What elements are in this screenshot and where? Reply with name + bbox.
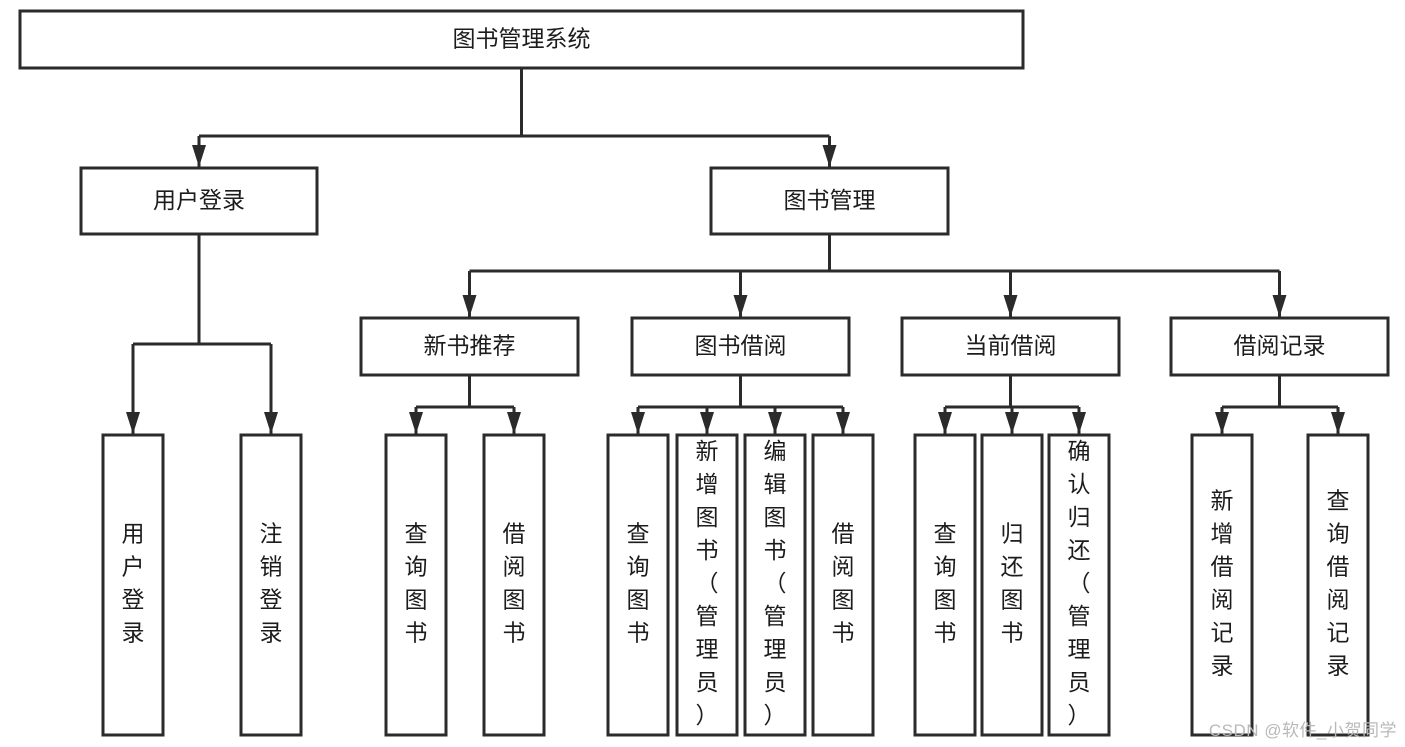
node-leaf-add-book-label: 新增图书（管理员） xyxy=(696,438,719,728)
node-new-book-recommend-label: 新书推荐 xyxy=(424,333,516,359)
node-leaf-borrow-book-box[interactable] xyxy=(811,433,875,737)
node-current-borrow[interactable]: 当前借阅 xyxy=(900,316,1121,377)
node-leaf-edit-book-box[interactable] xyxy=(743,433,807,737)
arrow-head-icon xyxy=(126,412,140,434)
connector-layer xyxy=(126,68,1345,434)
arrow-head-icon xyxy=(1072,412,1086,434)
node-leaf-query-book-recommend-label: 查询图书 xyxy=(405,521,428,646)
node-leaf-query-book-current-box[interactable] xyxy=(913,433,977,737)
node-leaf-return-book-label: 归还图书 xyxy=(1001,521,1024,646)
connector-group-new-book-recommend xyxy=(409,375,521,434)
arrow-head-icon xyxy=(733,295,748,317)
connector-group-current-borrow xyxy=(938,375,1086,434)
node-leaf-query-book-recommend-box[interactable] xyxy=(384,433,448,737)
node-user-login-label: 用户登录 xyxy=(153,187,245,213)
node-user-login[interactable]: 用户登录 xyxy=(79,166,319,236)
node-leaf-borrow-book[interactable]: 借阅图书 xyxy=(811,433,875,737)
node-leaf-borrow-book-recommend[interactable]: 借阅图书 xyxy=(482,433,546,737)
connector-group-borrow-record xyxy=(1215,375,1345,434)
node-leaf-add-borrow-record-box[interactable] xyxy=(1190,433,1254,737)
node-leaf-query-book-borrow-box[interactable] xyxy=(606,433,670,737)
node-borrow-record-label: 借阅记录 xyxy=(1234,333,1326,359)
connector-group-root xyxy=(192,68,837,167)
node-new-book-recommend[interactable]: 新书推荐 xyxy=(359,316,580,377)
node-leaf-user-login[interactable]: 用户登录 xyxy=(101,433,165,737)
connector-group-user-login xyxy=(126,234,278,434)
node-book-borrow[interactable]: 图书借阅 xyxy=(630,316,851,377)
node-leaf-user-login-label: 用户登录 xyxy=(122,521,145,646)
arrow-head-icon xyxy=(462,295,477,317)
node-leaf-query-book-current[interactable]: 查询图书 xyxy=(913,433,977,737)
node-root-label: 图书管理系统 xyxy=(453,26,591,52)
arrow-head-icon xyxy=(1005,412,1019,434)
node-book-management-box[interactable] xyxy=(709,166,950,236)
arrow-head-icon xyxy=(264,412,278,434)
arrow-head-icon xyxy=(507,412,521,434)
node-leaf-query-book-recommend[interactable]: 查询图书 xyxy=(384,433,448,737)
node-leaf-borrow-book-label: 借阅图书 xyxy=(832,521,855,646)
node-leaf-return-book-box[interactable] xyxy=(980,433,1044,737)
connector-group-book-management xyxy=(462,234,1287,317)
node-root-box[interactable] xyxy=(18,9,1025,70)
node-leaf-query-borrow-record[interactable]: 查询借阅记录 xyxy=(1306,433,1370,737)
node-borrow-record[interactable]: 借阅记录 xyxy=(1169,316,1390,377)
arrow-head-icon xyxy=(836,412,850,434)
node-leaf-borrow-book-recommend-label: 借阅图书 xyxy=(503,521,526,646)
node-leaf-confirm-return[interactable]: 确认归还（管理员） xyxy=(1047,433,1111,737)
node-current-borrow-box[interactable] xyxy=(900,316,1121,377)
node-leaf-borrow-book-recommend-box[interactable] xyxy=(482,433,546,737)
node-book-borrow-box[interactable] xyxy=(630,316,851,377)
node-leaf-query-borrow-record-label: 查询借阅记录 xyxy=(1327,488,1350,679)
arrow-head-icon xyxy=(1215,412,1229,434)
node-current-borrow-label: 当前借阅 xyxy=(965,333,1057,359)
node-book-management[interactable]: 图书管理 xyxy=(709,166,950,236)
node-leaf-query-book-borrow-label: 查询图书 xyxy=(627,521,650,646)
connector-group-book-borrow xyxy=(631,375,850,434)
node-leaf-logout-box[interactable] xyxy=(239,433,303,737)
node-leaf-logout-label: 注销登录 xyxy=(260,521,283,646)
node-leaf-query-book-current-label: 查询图书 xyxy=(934,521,957,646)
arrow-head-icon xyxy=(822,145,837,167)
node-leaf-user-login-box[interactable] xyxy=(101,433,165,737)
arrow-head-icon xyxy=(409,412,423,434)
arrow-head-icon xyxy=(1331,412,1345,434)
arrow-head-icon xyxy=(631,412,645,434)
node-leaf-query-book-borrow[interactable]: 查询图书 xyxy=(606,433,670,737)
node-book-management-label: 图书管理 xyxy=(784,187,876,213)
node-leaf-add-book-box[interactable] xyxy=(675,433,739,737)
node-leaf-confirm-return-label: 确认归还（管理员） xyxy=(1068,438,1091,728)
node-leaf-query-borrow-record-box[interactable] xyxy=(1306,433,1370,737)
arrow-head-icon xyxy=(192,145,206,167)
arrow-head-icon xyxy=(768,412,782,434)
arrow-head-icon xyxy=(700,412,714,434)
node-leaf-logout[interactable]: 注销登录 xyxy=(239,433,303,737)
node-leaf-edit-book[interactable]: 编辑图书（管理员） xyxy=(743,433,807,737)
arrow-head-icon xyxy=(1272,295,1287,317)
csdn-watermark: CSDN @软件_小贺同学 xyxy=(1208,721,1397,740)
node-layer: 图书管理系统用户登录图书管理新书推荐图书借阅当前借阅借阅记录用户登录注销登录查询… xyxy=(18,9,1390,737)
node-leaf-add-borrow-record-label: 新增借阅记录 xyxy=(1211,488,1234,679)
node-leaf-confirm-return-box[interactable] xyxy=(1047,433,1111,737)
node-leaf-edit-book-label: 编辑图书（管理员） xyxy=(764,438,787,728)
node-borrow-record-box[interactable] xyxy=(1169,316,1390,377)
arrow-head-icon xyxy=(938,412,952,434)
node-user-login-box[interactable] xyxy=(79,166,319,236)
node-leaf-return-book[interactable]: 归还图书 xyxy=(980,433,1044,737)
node-leaf-add-borrow-record[interactable]: 新增借阅记录 xyxy=(1190,433,1254,737)
node-root[interactable]: 图书管理系统 xyxy=(18,9,1025,70)
node-leaf-add-book[interactable]: 新增图书（管理员） xyxy=(675,433,739,737)
node-new-book-recommend-box[interactable] xyxy=(359,316,580,377)
node-book-borrow-label: 图书借阅 xyxy=(695,333,787,359)
arrow-head-icon xyxy=(1003,295,1018,317)
